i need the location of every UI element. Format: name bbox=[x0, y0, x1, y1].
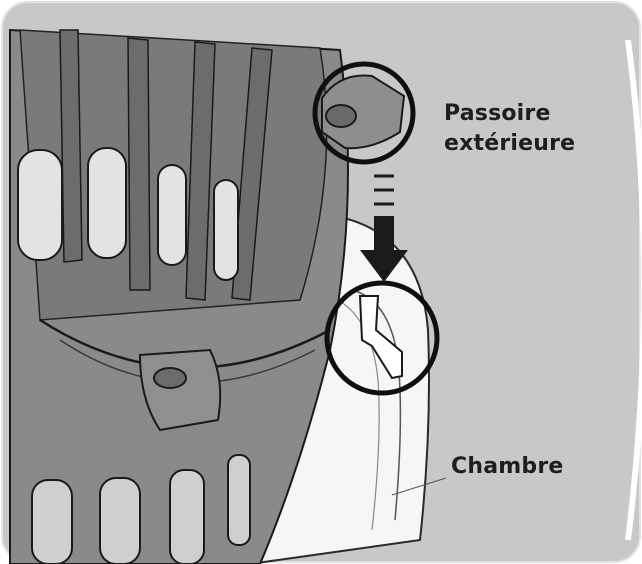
outer-strainer-label: Passoire extérieure bbox=[444, 99, 575, 159]
upper-highlight-circle bbox=[312, 61, 416, 165]
strainer-ribs bbox=[59, 29, 273, 301]
upper-tab-hole bbox=[325, 104, 357, 128]
lower-highlight-circle bbox=[324, 280, 440, 396]
chamber-slot bbox=[358, 295, 403, 380]
strainer-lower-tab bbox=[138, 348, 222, 432]
chamber-inner-rim-2 bbox=[337, 299, 380, 531]
strainer-lower-windows bbox=[31, 454, 251, 564]
outer-strainer-label-line1: Passoire bbox=[444, 101, 551, 126]
panel-edge bbox=[625, 39, 642, 541]
strainer-upper-tab bbox=[321, 74, 406, 150]
lower-tab-hole bbox=[153, 367, 187, 389]
outer-strainer-label-line2: extérieure bbox=[444, 131, 576, 156]
chamber-label: Chambre bbox=[451, 454, 564, 479]
strainer-windows bbox=[17, 147, 239, 281]
chamber-leader-line bbox=[391, 477, 447, 496]
motion-lines bbox=[374, 174, 394, 206]
down-arrow-icon bbox=[360, 216, 408, 282]
